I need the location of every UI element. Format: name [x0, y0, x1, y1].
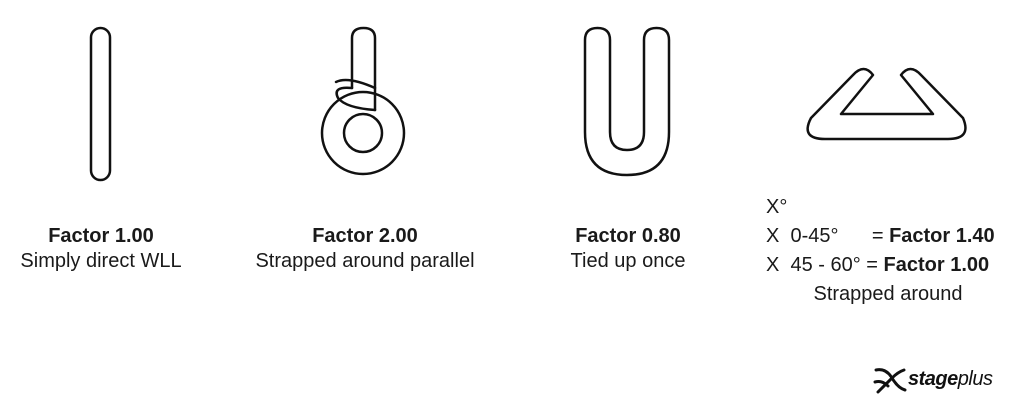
straight-sling-icon	[89, 26, 112, 182]
angle-range: X 0-45° =	[766, 225, 890, 247]
factor-label: Factor 1.00	[883, 254, 990, 276]
logo-text-bold: stage	[908, 368, 958, 390]
factor-label: Factor 2.00	[312, 225, 418, 247]
description-label: Strapped around	[813, 283, 963, 305]
angled-basket-sling-icon	[806, 67, 967, 141]
caption-straight: Factor 1.00 Simply direct WLL	[0, 224, 202, 274]
logo-text-light: plus	[957, 368, 993, 390]
caption-choke: Factor 2.00 Strapped around parallel	[232, 224, 498, 274]
choke-loop-sling-icon	[320, 26, 406, 176]
u-basket-sling-icon	[583, 26, 671, 177]
angle-factor-table: X° X 0-45° = Factor 1.40 X 45 - 60° = Fa…	[766, 193, 1010, 309]
factor-label: Factor 1.00	[48, 225, 154, 247]
stageplus-logo-icon	[873, 368, 907, 394]
angle-range: X 45 - 60° =	[766, 254, 884, 276]
angle-row: X 0-45° = Factor 1.40	[766, 222, 1010, 251]
factor-label: Factor 0.80	[575, 225, 681, 247]
description-label: Tied up once	[570, 250, 686, 272]
logo-text: stageplus	[908, 368, 993, 391]
angle-row: X 45 - 60° = Factor 1.00	[766, 251, 1010, 280]
angle-header: X°	[766, 196, 788, 218]
caption-u-basket: Factor 0.80 Tied up once	[538, 224, 718, 274]
description-label: Simply direct WLL	[20, 250, 182, 272]
factor-label: Factor 1.40	[889, 225, 995, 247]
stageplus-logo: stageplus	[872, 362, 1017, 398]
description-label: Strapped around parallel	[255, 250, 475, 272]
